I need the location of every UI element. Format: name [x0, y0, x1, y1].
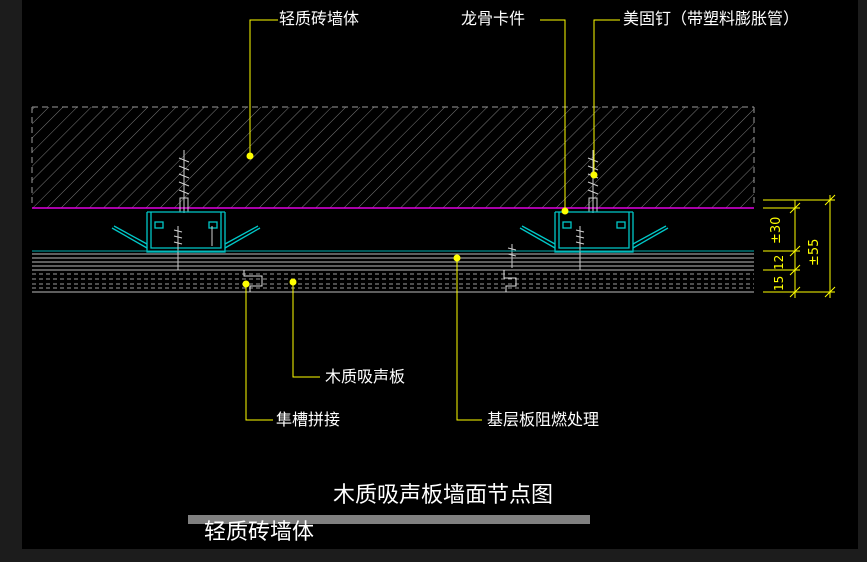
dim-12: 12 [772, 254, 786, 270]
screws [173, 226, 585, 270]
title-underline [188, 515, 590, 524]
dim-15: 15 [772, 275, 786, 291]
dim-55: ±55 [807, 238, 822, 266]
keel-clip-left [111, 211, 261, 253]
dim-30: ±30 [769, 216, 784, 244]
label-wall: 轻质砖墙体 [279, 9, 360, 28]
leader-dots [242, 152, 598, 288]
label-keel-clip: 龙骨卡件 [461, 9, 526, 28]
brick-wall [31, 106, 755, 208]
leader-lines [245, 19, 620, 421]
base-board [32, 250, 754, 267]
keel-clip-right [519, 211, 669, 253]
label-anchor: 美固钉（带塑料膨胀管） [623, 9, 800, 28]
wood-panel [32, 269, 754, 293]
label-wood-panel: 木质吸声板 [325, 367, 406, 386]
drawing-subtitle: 轻质砖墙体 [204, 520, 315, 545]
drawing-title: 木质吸声板墙面节点图 [333, 483, 554, 508]
label-tongue-groove: 隼槽拼接 [276, 410, 341, 429]
label-base-board: 基层板阻燃处理 [487, 410, 600, 429]
dimension-lines [763, 194, 836, 298]
